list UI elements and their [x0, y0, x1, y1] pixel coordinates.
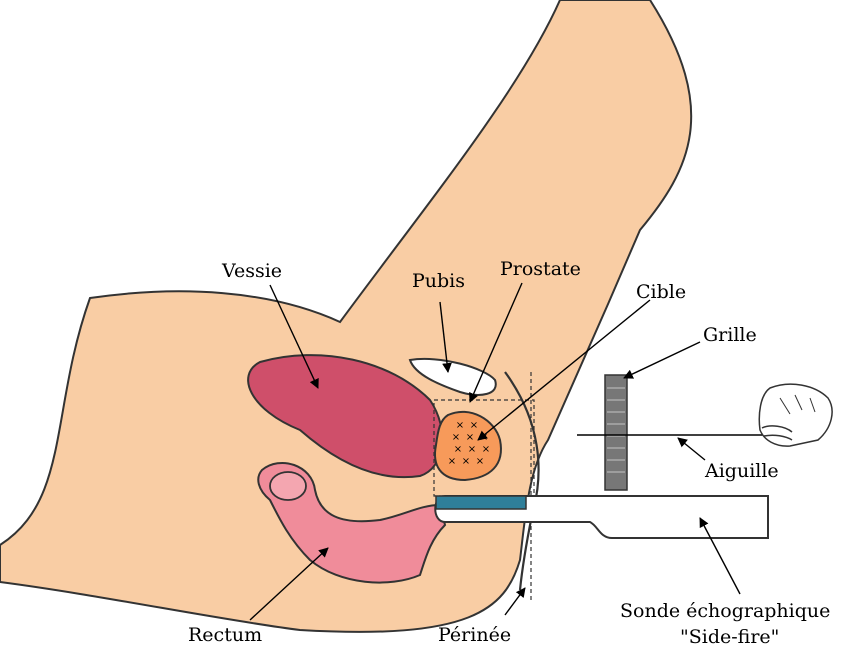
perinee-arrow [505, 588, 525, 615]
label-perinee: Périnée [438, 624, 511, 646]
grille-arrow [624, 342, 700, 378]
label-aiguille: Aiguille [704, 460, 779, 482]
svg-text:×: × [482, 444, 490, 455]
label-pubis: Pubis [412, 270, 465, 292]
label-prostate: Prostate [500, 258, 581, 280]
label-grille: Grille [703, 324, 757, 346]
svg-text:×: × [452, 432, 460, 443]
rectum-lumen [270, 472, 306, 500]
label-rectum: Rectum [188, 624, 262, 646]
label-vessie: Vessie [221, 260, 282, 282]
svg-text:×: × [466, 432, 474, 443]
label-sonde-line1: Sonde échographique [620, 600, 830, 622]
svg-text:×: × [462, 456, 470, 467]
hand-icon [759, 384, 832, 446]
aiguille-arrow [678, 438, 705, 460]
probe-transducer-tip [436, 496, 526, 509]
label-sonde-line2: "Side-fire" [680, 626, 779, 648]
svg-text:×: × [454, 444, 462, 455]
svg-text:×: × [470, 420, 478, 431]
label-cible: Cible [636, 281, 686, 303]
svg-text:×: × [456, 420, 464, 431]
svg-text:×: × [468, 444, 476, 455]
svg-text:×: × [448, 456, 456, 467]
svg-text:×: × [476, 456, 484, 467]
